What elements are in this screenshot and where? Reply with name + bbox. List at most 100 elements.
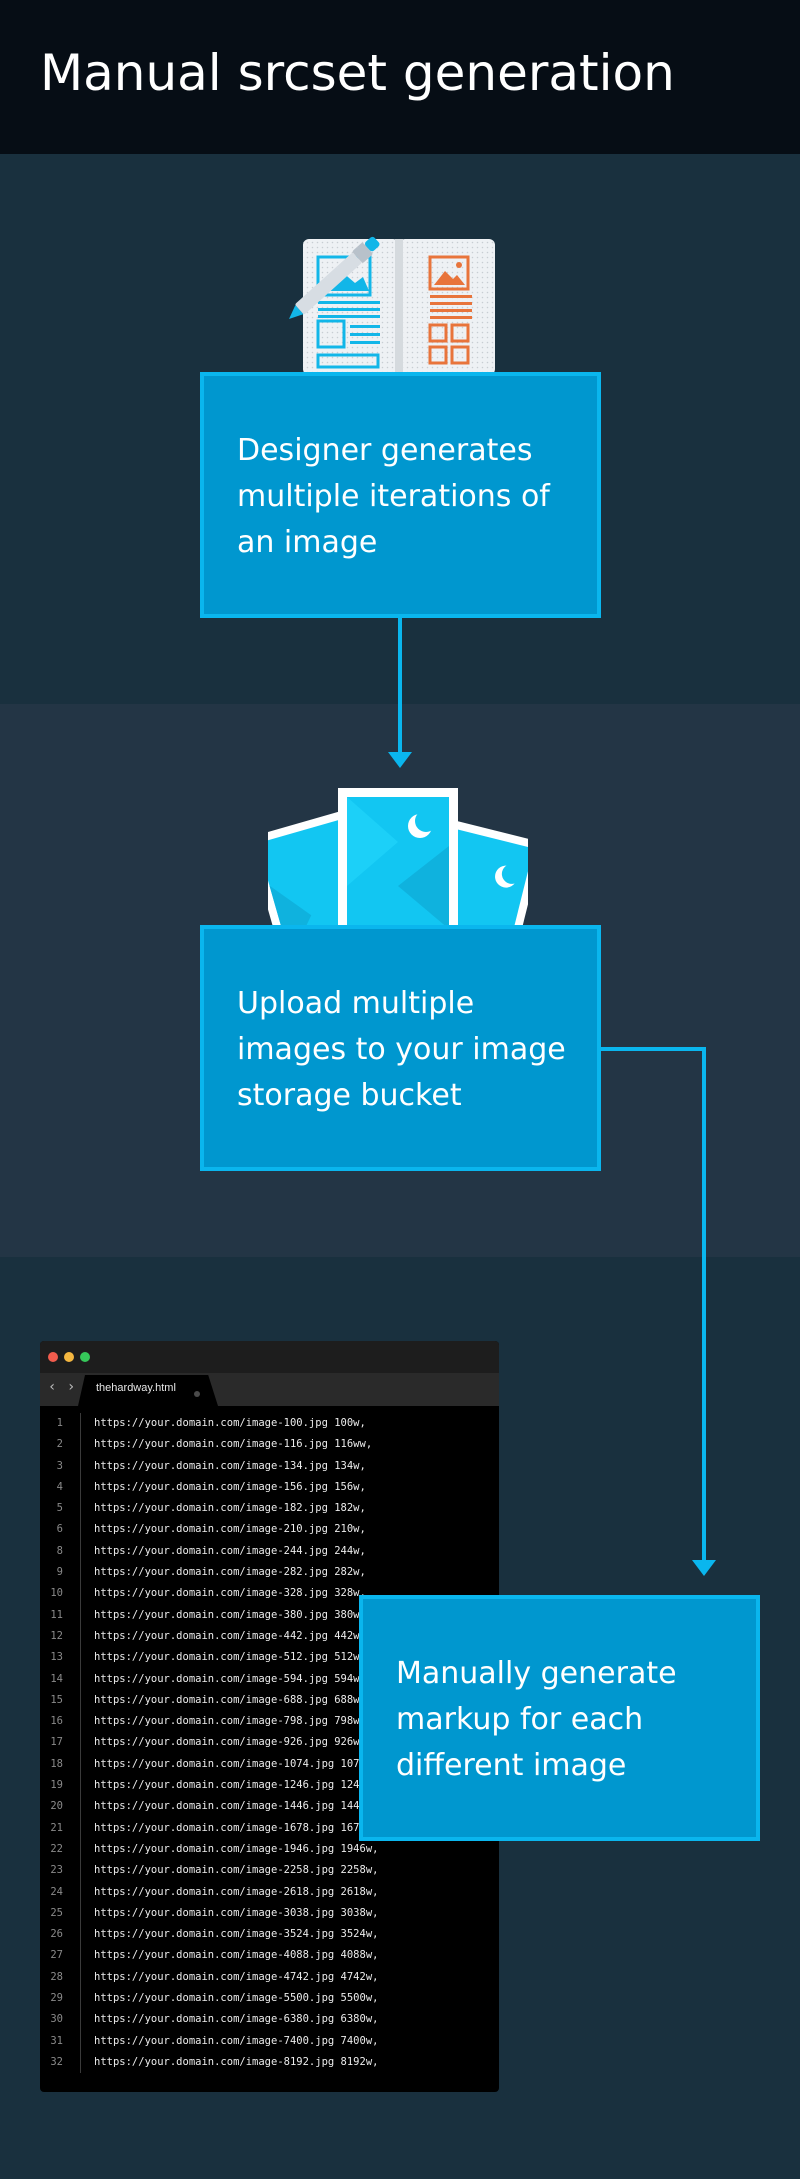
line-code: https://your.domain.com/image-6380.jpg 6… — [94, 2013, 379, 2026]
gutter-divider — [80, 1689, 81, 1712]
gutter-divider — [80, 1583, 81, 1605]
line-number: 18 — [50, 1757, 63, 1770]
window-maximize-dot — [80, 1352, 90, 1362]
gutter-divider — [80, 1455, 81, 1477]
line-code: https://your.domain.com/image-244.jpg 24… — [94, 1544, 366, 1557]
line-number: 21 — [50, 1821, 63, 1834]
code-line: 14 https://your.domain.com/image-594.jpg … — [40, 1668, 499, 1690]
line-code: https://your.domain.com/image-2258.jpg 2… — [94, 1864, 379, 1877]
editor-tab-label: thehardway.html — [96, 1382, 176, 1394]
step-3-box: Manually generate markup for each differ… — [359, 1595, 760, 1841]
line-code: https://your.domain.com/image-1074.jpg 1… — [94, 1757, 379, 1770]
line-code: https://your.domain.com/image-926.jpg 92… — [94, 1736, 366, 1749]
line-code: https://your.domain.com/image-182.jpg 18… — [94, 1502, 366, 1515]
design-sketchbook-icon — [289, 236, 495, 375]
line-code: https://your.domain.com/image-1946.jpg 1… — [94, 1842, 379, 1855]
gutter-divider — [80, 1562, 81, 1584]
line-code: https://your.domain.com/image-1246.jpg 1… — [94, 1779, 379, 1792]
gutter-divider — [80, 1732, 81, 1754]
line-code: https://your.domain.com/image-4742.jpg 4… — [94, 1970, 379, 1983]
header: Manual srcset generation — [0, 0, 800, 154]
line-number: 29 — [50, 1992, 63, 2005]
line-number: 23 — [50, 1864, 63, 1877]
line-code: https://your.domain.com/image-134.jpg 13… — [94, 1459, 366, 1472]
gutter-divider — [80, 1476, 81, 1499]
line-code: https://your.domain.com/image-688.jpg 68… — [94, 1693, 366, 1706]
gutter-divider — [80, 1796, 81, 1818]
line-number: 5 — [56, 1502, 63, 1515]
code-line: 18 https://your.domain.com/image-1074.jpg… — [40, 1753, 499, 1776]
line-code: https://your.domain.com/image-1678.jpg 1… — [94, 1821, 379, 1834]
line-code: https://your.domain.com/image-328.jpg 32… — [94, 1587, 366, 1600]
line-number: 10 — [50, 1587, 63, 1600]
gutter-divider — [80, 1966, 81, 1989]
line-code: https://your.domain.com/image-8192.jpg 8… — [94, 2055, 379, 2068]
line-code: https://your.domain.com/image-512.jpg 51… — [94, 1651, 366, 1664]
line-code: https://your.domain.com/image-210.jpg 21… — [94, 1523, 366, 1536]
gutter-divider — [80, 1902, 81, 1925]
gutter-divider — [80, 1519, 81, 1541]
gutter-divider — [80, 1860, 81, 1882]
gutter-divider — [80, 1434, 81, 1456]
gutter-divider — [80, 1498, 81, 1520]
window-minimize-dot — [64, 1352, 74, 1362]
line-number: 2 — [56, 1438, 63, 1451]
line-number: 3 — [56, 1459, 63, 1472]
line-number: 22 — [50, 1842, 63, 1855]
gutter-divider — [80, 1775, 81, 1797]
line-number: 30 — [50, 2013, 63, 2026]
code-line: 30 https://your.domain.com/image-6380.jpg… — [40, 2009, 499, 2031]
code-line: 10 https://your.domain.com/image-328.jpg … — [40, 1583, 499, 1605]
code-line: 32 https://your.domain.com/image-8192.jpg… — [40, 2051, 499, 2074]
line-code: https://your.domain.com/image-798.jpg 79… — [94, 1715, 366, 1728]
step-1-text: Designer generates multiple iterations o… — [237, 433, 550, 560]
gutter-divider — [80, 1817, 81, 1839]
gutter-divider — [80, 1881, 81, 1903]
window-close-dot — [48, 1352, 58, 1362]
editor-titlebar — [40, 1341, 499, 1373]
line-code: https://your.domain.com/image-1446.jpg 1… — [94, 1800, 379, 1813]
code-line: 17 https://your.domain.com/image-926.jpg … — [40, 1732, 499, 1754]
arrow-step1-to-step2 — [388, 618, 412, 768]
line-number: 17 — [50, 1736, 63, 1749]
line-code: https://your.domain.com/image-2618.jpg 2… — [94, 1885, 379, 1898]
line-number: 26 — [50, 1928, 63, 1941]
line-number: 19 — [50, 1779, 63, 1792]
gutter-divider — [80, 1668, 81, 1690]
gutter-divider — [80, 1540, 81, 1563]
line-number: 32 — [50, 2055, 63, 2068]
code-line: 21 https://your.domain.com/image-1678.jpg… — [40, 1817, 499, 1839]
line-number: 14 — [50, 1672, 63, 1685]
line-number: 12 — [50, 1629, 63, 1642]
line-code: https://your.domain.com/image-100.jpg 10… — [94, 1417, 366, 1429]
line-number: 24 — [50, 1885, 63, 1898]
gutter-divider — [80, 1711, 81, 1733]
line-number: 16 — [50, 1715, 63, 1728]
step-2-text: Upload multiple images to your image sto… — [237, 986, 566, 1113]
editor-tab: thehardway.html — [78, 1375, 218, 1406]
line-code: https://your.domain.com/image-594.jpg 59… — [94, 1672, 366, 1685]
line-number: 31 — [50, 2034, 63, 2047]
line-code: https://your.domain.com/image-7400.jpg 7… — [94, 2034, 379, 2047]
page-title: Manual srcset generation — [40, 44, 675, 102]
gutter-divider — [80, 2030, 81, 2052]
gutter-divider — [80, 1838, 81, 1861]
gutter-divider — [80, 1753, 81, 1776]
step-2-box: Upload multiple images to your image sto… — [200, 925, 601, 1171]
image-stack-icon — [268, 788, 528, 929]
code-line: 24 https://your.domain.com/image-2618.jpg… — [40, 1881, 499, 1903]
tab-close-icon — [194, 1391, 200, 1397]
gutter-divider — [80, 1647, 81, 1669]
